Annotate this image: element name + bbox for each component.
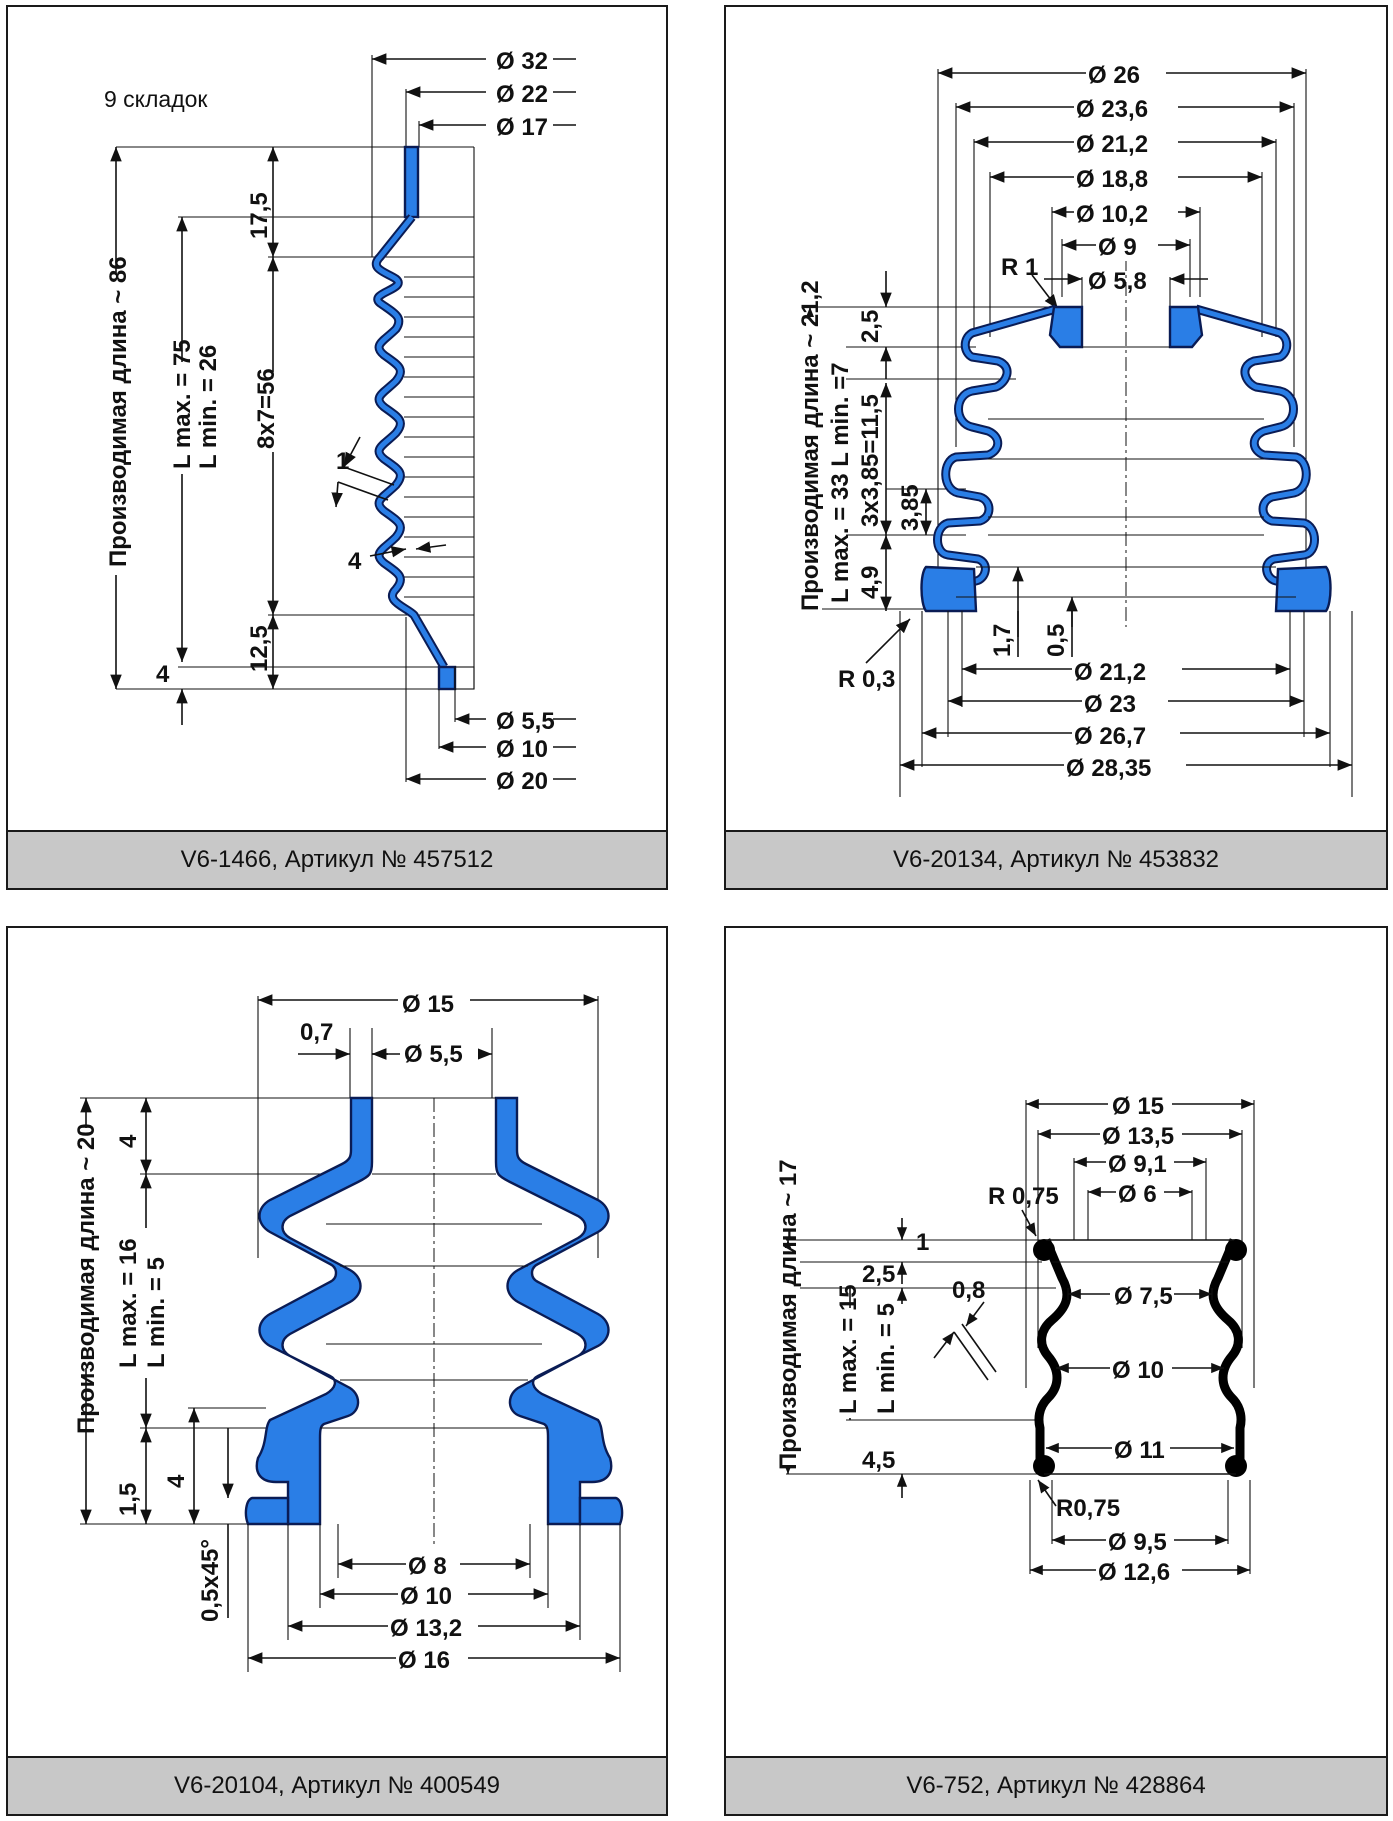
dim-d5-8: Ø 5,8 xyxy=(1088,268,1147,295)
dim-r0-75-top: R 0,75 xyxy=(988,1183,1059,1210)
dim-d23: Ø 23 xyxy=(1084,691,1136,718)
dim-h3x3-85: 3x3,85=11,5 xyxy=(857,394,884,527)
panel-2-caption: V6-20134, Артикул № 453832 xyxy=(726,830,1386,888)
drawing-panel-4: Ø 15 Ø 13,5 Ø 9,1 Ø 6 R 0,75 Ø 7,5 xyxy=(724,926,1388,1816)
dim-d10: Ø 10 xyxy=(1112,1357,1164,1384)
dim-d11: Ø 11 xyxy=(1114,1437,1165,1464)
drawing-panel-1: Ø 32 Ø 22 Ø 17 9 складок xyxy=(6,5,668,890)
dim-h0-5: 0,5 xyxy=(1043,624,1070,657)
dim-r0-75-bottom: R0,75 xyxy=(1056,1495,1120,1522)
dim-d28-35: Ø 28,35 xyxy=(1066,755,1151,782)
dim-d26: Ø 26 xyxy=(1088,62,1140,89)
dim-lmax: L max. = 75 xyxy=(169,339,196,469)
dim-h4-bottom: 4 xyxy=(163,1474,190,1488)
dim-d15: Ø 15 xyxy=(402,991,454,1018)
dim-h1: 1 xyxy=(916,1229,929,1256)
dim-t1: 1 xyxy=(336,448,349,475)
dim-h0-8: 0,8 xyxy=(952,1277,985,1304)
dim-h4: 4 xyxy=(156,661,170,688)
dim-d22: Ø 22 xyxy=(496,81,548,108)
folds-note: 9 складок xyxy=(104,86,208,112)
dim-d21-2-bottom: Ø 21,2 xyxy=(1074,659,1146,686)
dim-r0-3: R 0,3 xyxy=(838,666,895,693)
dim-d12-6: Ø 12,6 xyxy=(1098,1559,1170,1586)
dim-length: Производимая длина ~ 21,2 xyxy=(797,280,824,611)
dim-h8x7: 8x7=56 xyxy=(253,368,280,449)
dim-d10: Ø 10 xyxy=(496,736,548,763)
dim-h2-5: 2,5 xyxy=(862,1261,895,1288)
dim-lmin: L min. = 5 xyxy=(143,1257,170,1368)
dim-d15: Ø 15 xyxy=(1112,1093,1164,1120)
dim-h1-5: 1,5 xyxy=(115,1483,142,1516)
panel-4-caption: V6-752, Артикул № 428864 xyxy=(726,1756,1386,1814)
dim-h4-top: 4 xyxy=(115,1134,142,1148)
dim-h2-5: 2,5 xyxy=(857,310,884,343)
dim-length: Производимая длина ~ 86 xyxy=(105,256,132,567)
dim-d5-5: Ø 5,5 xyxy=(496,708,555,735)
dim-d9: Ø 9 xyxy=(1098,234,1137,261)
drawing-panel-3: Ø 15 0,7 Ø 5,5 xyxy=(6,926,668,1816)
dim-lmin: L min. = 26 xyxy=(195,345,222,469)
dim-d23-6: Ø 23,6 xyxy=(1076,96,1148,123)
panel-3-caption: V6-20104, Артикул № 400549 xyxy=(8,1756,666,1814)
dim-d7-5: Ø 7,5 xyxy=(1114,1283,1173,1310)
dim-d17: Ø 17 xyxy=(496,114,548,141)
dim-lmin: L min. = 5 xyxy=(873,1303,900,1414)
dim-d13-5: Ø 13,5 xyxy=(1102,1123,1174,1150)
drawing-2: Ø 26 Ø 23,6 Ø 21,2 Ø 18,8 Ø 10,2 Ø 9 Ø 5… xyxy=(796,57,1353,797)
dim-d18-8: Ø 18,8 xyxy=(1076,166,1148,193)
dim-d32: Ø 32 xyxy=(496,48,548,75)
drawing-3: Ø 15 0,7 Ø 5,5 xyxy=(72,986,624,1674)
dim-d10: Ø 10 xyxy=(400,1583,452,1610)
dim-h4-9: 4,9 xyxy=(857,566,884,599)
dim-h1-7: 1,7 xyxy=(989,624,1016,657)
dim-h4-5: 4,5 xyxy=(862,1447,895,1474)
dim-d8: Ø 8 xyxy=(408,1553,447,1580)
dim-t4: 4 xyxy=(348,548,362,575)
drawing-4: Ø 15 Ø 13,5 Ø 9,1 Ø 6 R 0,75 Ø 7,5 xyxy=(774,1088,1255,1586)
drawing-panel-2: Ø 26 Ø 23,6 Ø 21,2 Ø 18,8 Ø 10,2 Ø 9 Ø 5… xyxy=(724,5,1388,890)
dim-d13-2: Ø 13,2 xyxy=(390,1615,462,1642)
dim-d26-7: Ø 26,7 xyxy=(1074,723,1146,750)
dim-h12-5: 12,5 xyxy=(246,625,273,672)
dim-d21-2-top: Ø 21,2 xyxy=(1076,131,1148,158)
panel-1-caption: V6-1466, Артикул № 457512 xyxy=(8,830,666,888)
dim-lmax: L max. = 16 xyxy=(115,1238,142,1368)
dim-d5-5: Ø 5,5 xyxy=(404,1041,463,1068)
dim-length: Производимая длина ~ 17 xyxy=(775,1159,802,1470)
dim-lmax-lmin: L max. = 33 L min. =7 xyxy=(827,362,854,603)
dim-d6: Ø 6 xyxy=(1118,1181,1157,1208)
dim-r1: R 1 xyxy=(1001,254,1038,281)
dim-lmax: L max. = 15 xyxy=(835,1284,862,1414)
dim-length: Производимая длина ~ 20 xyxy=(73,1123,100,1434)
dim-h3-85: 3,85 xyxy=(897,484,924,531)
dim-d20: Ø 20 xyxy=(496,768,548,795)
dim-d9-1: Ø 9,1 xyxy=(1108,1151,1167,1178)
drawing-1: Ø 32 Ø 22 Ø 17 9 складок xyxy=(104,48,576,795)
dim-t0-7: 0,7 xyxy=(300,1019,333,1046)
dim-chamfer: 0,5x45° xyxy=(197,1539,224,1622)
dim-d9-5: Ø 9,5 xyxy=(1108,1529,1167,1556)
dim-d10-2: Ø 10,2 xyxy=(1076,201,1148,228)
dim-d16: Ø 16 xyxy=(398,1647,450,1674)
dim-h17-5: 17,5 xyxy=(246,192,273,239)
